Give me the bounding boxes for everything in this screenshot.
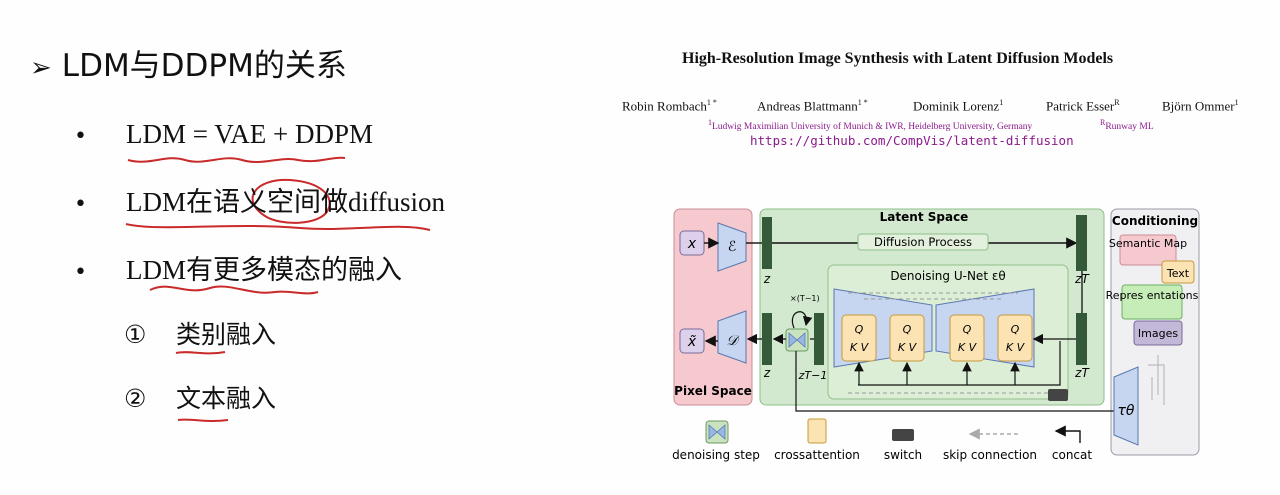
svg-text:K V: K V <box>958 341 978 354</box>
svg-text:ℰ: ℰ <box>728 239 736 255</box>
author: Patrick EsserR <box>1046 98 1120 114</box>
crossattention-block: Q K V <box>949 314 985 362</box>
bullet-dot-icon: • <box>74 124 87 149</box>
bullet-dot-icon: • <box>74 192 87 217</box>
svg-text:denoising step: denoising step <box>672 448 760 462</box>
ink-annotations <box>125 156 431 422</box>
svg-text:concat: concat <box>1052 448 1092 462</box>
svg-text:K V: K V <box>1006 341 1026 354</box>
sub-item: ② 文本融入 <box>124 382 276 416</box>
crossattention-block: Q K V <box>997 314 1033 362</box>
bullet-item: • LDM在语义空间做diffusion <box>74 184 445 223</box>
latent-space-label: Latent Space <box>880 210 969 224</box>
ldm-architecture-diagram: Pixel Space Latent Space Conditioning x … <box>672 208 1200 462</box>
bullet-item: • LDM = VAE + DDPM <box>74 116 373 155</box>
svg-text:skip connection: skip connection <box>943 448 1037 462</box>
unet-label: Denoising U-Net εθ <box>890 269 1005 283</box>
svg-text:𝒟: 𝒟 <box>726 333 740 349</box>
svg-text:τθ: τθ <box>1118 403 1135 419</box>
svg-text:z: z <box>763 366 771 380</box>
sub-item-number: ② <box>124 384 147 413</box>
legend-concat: concat <box>1052 425 1092 462</box>
crossattention-block: Q K V <box>841 314 877 362</box>
svg-text:Q: Q <box>903 323 912 336</box>
affiliation-1: 1Ludwig Maximilian University of Munich … <box>708 118 1033 133</box>
switch-block <box>1048 389 1068 401</box>
svg-text:K V: K V <box>898 341 918 354</box>
paper-title: High-Resolution Image Synthesis with Lat… <box>682 50 1114 67</box>
paper-url: https://github.com/CompVis/latent-diffus… <box>750 133 1074 148</box>
z-block <box>762 217 772 269</box>
crossattention-block: Q K V <box>889 314 925 362</box>
x-label: x <box>687 236 697 252</box>
legend-denoising-step: denoising step <box>672 420 760 462</box>
author: Andreas Blattmann1 * <box>757 98 868 114</box>
svg-text:crossattention: crossattention <box>774 448 860 462</box>
x-tilde-label: x̃ <box>687 334 697 350</box>
cond-images: Images <box>1138 327 1178 340</box>
bullet-text: LDM = VAE + DDPM <box>126 119 373 149</box>
svg-text:Q: Q <box>963 323 972 336</box>
svg-text:z: z <box>763 272 771 286</box>
heading-marker-icon: ➢ <box>30 53 52 83</box>
slide-heading: ➢ LDM与DDPM的关系 <box>30 44 347 90</box>
legend-skip-connection: skip connection <box>943 428 1037 462</box>
zT-block <box>1076 215 1087 271</box>
sub-item-number: ① <box>124 320 147 349</box>
sub-item-label: 文本融入 <box>176 384 277 413</box>
decoder-block <box>717 310 747 364</box>
heading-text: LDM与DDPM的关系 <box>61 48 347 84</box>
legend-crossattention: crossattention <box>774 418 860 462</box>
svg-text:Q: Q <box>1011 323 1020 336</box>
encoder-block <box>717 222 747 272</box>
diffusion-process-label: Diffusion Process <box>874 235 972 249</box>
bullet-item: • LDM有更多模态的融入 <box>74 252 402 291</box>
svg-text:K V: K V <box>850 341 870 354</box>
legend-switch: switch <box>884 429 922 462</box>
tau-encoder-block <box>1113 366 1139 446</box>
cond-representations: Repres entations <box>1106 289 1199 302</box>
bullet-text: LDM在语义空间做diffusion <box>126 187 446 217</box>
cond-semantic-map: Semantic Map <box>1109 237 1187 250</box>
sub-item-label: 类别融入 <box>176 320 277 349</box>
author: Björn Ommer1 <box>1162 98 1239 114</box>
sub-item: ① 类别融入 <box>124 318 276 352</box>
bullet-dot-icon: • <box>74 260 87 285</box>
author: Dominik Lorenz1 <box>913 98 1004 114</box>
pixel-space-label: Pixel Space <box>674 384 752 398</box>
svg-text:zT: zT <box>1074 366 1090 380</box>
bullet-text: LDM有更多模态的融入 <box>126 255 402 285</box>
svg-text:zT−1: zT−1 <box>798 369 828 382</box>
author: Robin Rombach1 * <box>622 98 717 114</box>
affiliation-2: RRunway ML <box>1100 118 1154 133</box>
svg-text:switch: switch <box>884 448 922 462</box>
svg-text:×(T−1): ×(T−1) <box>790 294 820 303</box>
conditioning-label: Conditioning <box>1112 214 1198 228</box>
svg-text:Q: Q <box>855 323 864 336</box>
cond-text: Text <box>1166 267 1190 280</box>
